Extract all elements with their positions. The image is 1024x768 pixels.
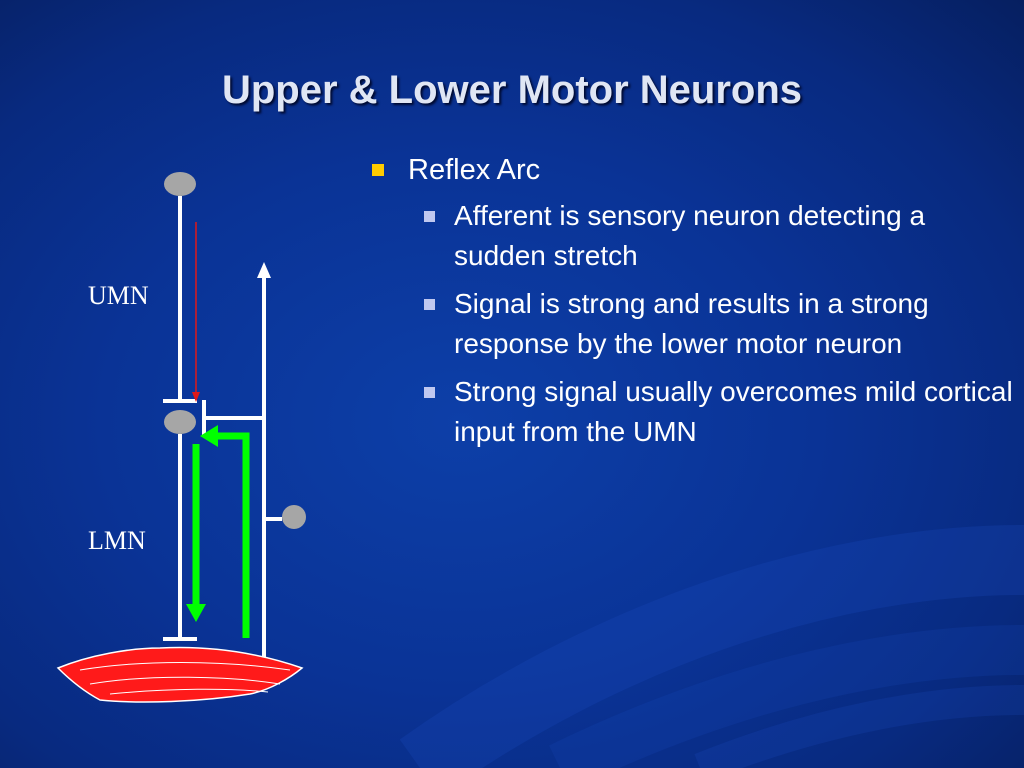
sensory-cell-body — [282, 505, 306, 529]
reflex-arc-diagram: UMN LMN — [56, 172, 306, 703]
sub-bullet-signal: Signal is strong and results in a strong… — [366, 284, 1014, 364]
slide-title: Upper & Lower Motor Neurons — [221, 68, 803, 112]
muscle — [56, 646, 304, 703]
bullet-list: Reflex Arc Afferent is sensory neuron de… — [366, 150, 1013, 460]
bullet-square-icon — [372, 164, 384, 176]
umn-cell-body — [164, 172, 196, 196]
sub-bullet-text: Strong signal usually overcomes mild cor… — [454, 376, 1013, 447]
bullet-square-icon — [424, 299, 435, 310]
descending-arrow-head — [192, 392, 200, 402]
afferent-signal-arrowhead — [200, 425, 218, 447]
muscle-fiber-line — [79, 662, 291, 671]
bullet-text: Reflex Arc — [408, 154, 541, 186]
bullet-square-icon — [424, 211, 435, 222]
efferent-signal-arrowhead — [186, 604, 206, 622]
sub-bullet-text: Afferent is sensory neuron detecting a s… — [454, 200, 926, 271]
sub-bullet-text: Signal is strong and results in a strong… — [454, 288, 929, 359]
bullet-reflex-arc: Reflex Arc — [366, 150, 1006, 190]
umn-label: UMN — [88, 281, 149, 310]
muscle-fiber-line — [89, 676, 281, 685]
muscle-fiber-line — [109, 688, 269, 695]
sub-bullet-strong-signal: Strong signal usually overcomes mild cor… — [366, 372, 1014, 452]
lmn-label: LMN — [88, 526, 146, 555]
lmn-cell-body — [164, 410, 196, 434]
sensory-fiber-arrowhead — [257, 262, 271, 278]
afferent-signal-arrow — [216, 432, 250, 638]
sub-bullet-afferent: Afferent is sensory neuron detecting a s… — [366, 196, 1014, 276]
bullet-square-icon — [424, 387, 435, 398]
